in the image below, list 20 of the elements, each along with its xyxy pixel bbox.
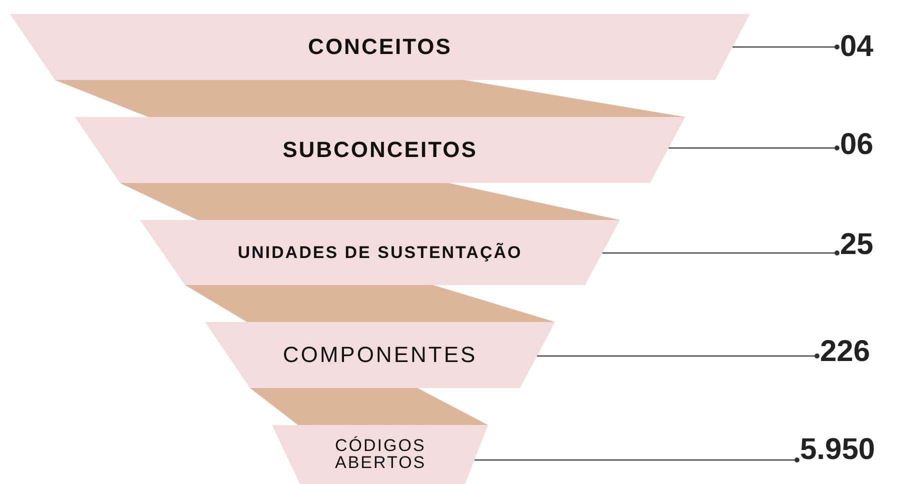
count-label: 5.950 <box>800 435 876 465</box>
funnel-band <box>205 322 555 388</box>
leader-line <box>602 250 840 256</box>
count-label: 25 <box>840 230 874 260</box>
leader-line <box>668 146 840 150</box>
count-label: 04 <box>840 32 874 62</box>
band-label: SUBCONCEITOS <box>282 137 478 163</box>
funnel-band <box>10 14 750 80</box>
band-label: CONCEITOS <box>308 34 452 60</box>
band-label: COMPONENTES <box>282 342 478 368</box>
band-label: CÓDIGOS ABERTOS <box>335 436 425 472</box>
count-label: 06 <box>840 130 874 160</box>
funnel-band <box>140 220 620 285</box>
leader-line <box>732 44 840 50</box>
band-label: UNIDADES DE SUSTENTAÇÃO <box>238 242 522 262</box>
leader-line <box>474 458 800 462</box>
funnel-band <box>272 425 488 484</box>
leader-line <box>536 354 820 358</box>
funnel-band <box>75 117 685 183</box>
count-label: 226 <box>820 337 870 367</box>
